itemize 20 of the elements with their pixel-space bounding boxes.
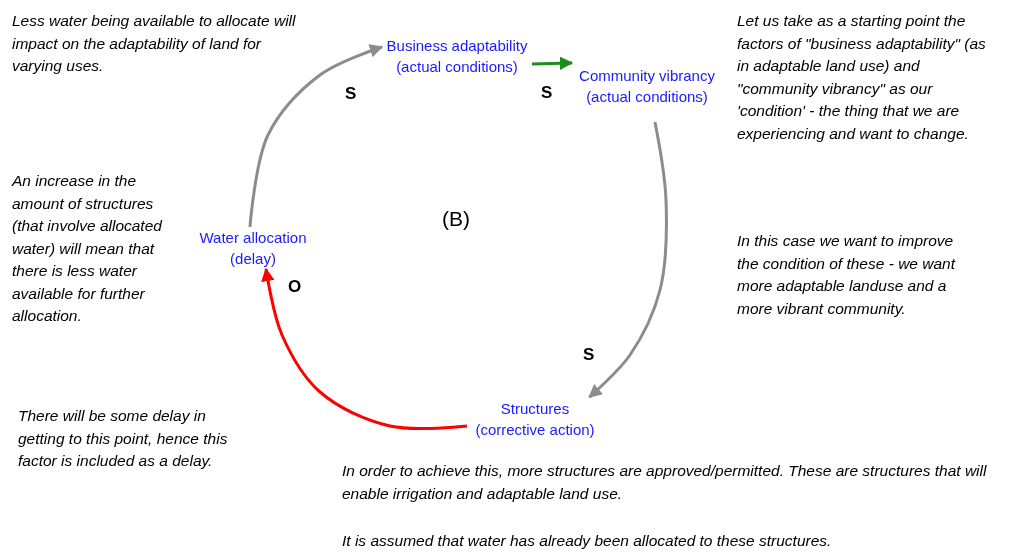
note-text: There will be some delay in getting to this point, hence this factor is included as a delay. bbox=[18, 406, 229, 471]
node-label: Water allocation (delay) bbox=[198, 228, 308, 269]
edge-label: O bbox=[288, 277, 302, 297]
note-text: In this case we want to improve the condition of these - we want more adaptable landuse and a more vibrant community. bbox=[737, 231, 957, 319]
node-label: Business adaptability (actual conditions) bbox=[385, 36, 529, 77]
edge-label: S bbox=[345, 84, 357, 104]
note-text: An increase in the amount of structures (that involve allocated water) will mean that there is less water available for further allocation. bbox=[12, 171, 164, 326]
note-text: It is assumed that water has already been allocated to these structures. bbox=[342, 531, 833, 551]
node-label: Community vibrancy (actual conditions) bbox=[578, 66, 716, 107]
arrow bbox=[531, 56, 574, 70]
edge-label: S bbox=[541, 83, 553, 103]
note-text: Less water being available to allocate will impact on the adaptability of land for varying uses. bbox=[12, 11, 297, 76]
loop-label: (B) bbox=[442, 208, 471, 231]
arrow bbox=[261, 267, 468, 430]
note-text: In order to achieve this, more structures are approved/permitted. These are structures that will enable irrigation and adaptable land use. bbox=[342, 461, 988, 504]
edge-label: S bbox=[583, 345, 595, 365]
arrow bbox=[588, 121, 668, 399]
node-label: Structures (corrective action) bbox=[474, 399, 596, 440]
note-text: Let us take as a starting point the factors of "business adaptability" (as in adaptable land use) and "community vibrancy" as our 'condition' - the thing that we are experiencing and want to change. bbox=[737, 11, 987, 144]
arrow bbox=[248, 44, 384, 228]
